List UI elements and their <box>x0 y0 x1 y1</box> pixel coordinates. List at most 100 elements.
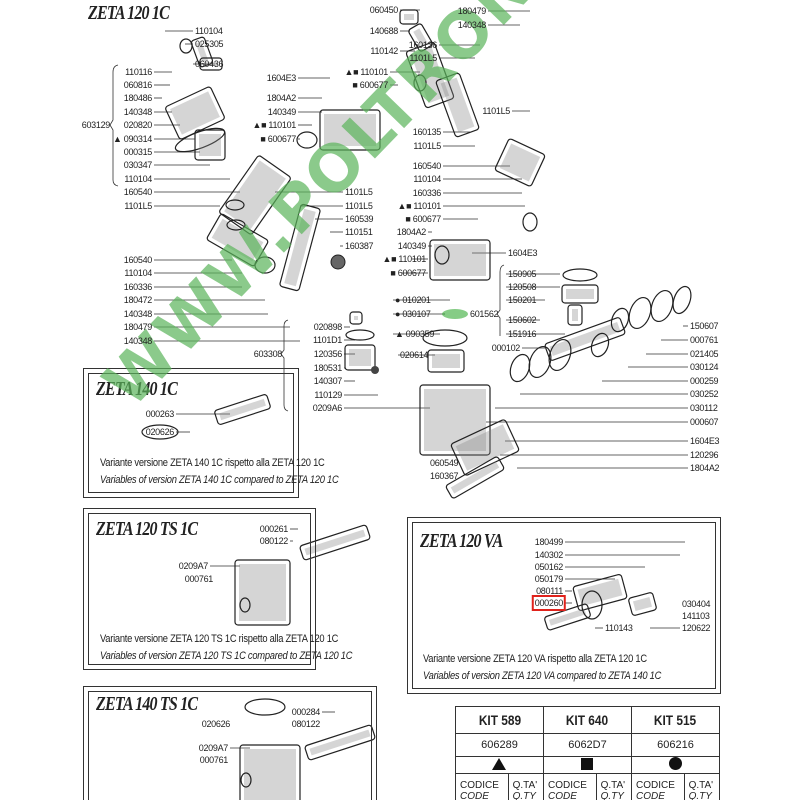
part-label: 180531 <box>313 363 343 373</box>
kit-code: 606216 <box>630 733 721 757</box>
va-nut <box>628 592 657 616</box>
part-label: 000102 <box>491 343 521 353</box>
part-label: 050162 <box>534 562 564 572</box>
shaft-140 <box>214 394 271 425</box>
pump-head-right-shade <box>434 244 486 276</box>
part-label: 150905 <box>508 269 537 279</box>
part-label: 160336 <box>412 188 442 198</box>
variant-note-it: Variante versione ZETA 140 1C rispetto a… <box>100 457 325 469</box>
nut <box>199 57 223 71</box>
pump-head-upper-shade <box>324 114 376 146</box>
part-label: 080122 <box>291 719 321 729</box>
part-label: 140349 <box>397 241 427 251</box>
part-label: ■ 600677 <box>352 80 388 90</box>
shaft-140-shade <box>219 398 266 421</box>
part-label: ▲■ 110101 <box>344 67 388 77</box>
part-label: 140348 <box>123 309 153 319</box>
part-label: 060436 <box>195 59 224 69</box>
shaft-140ts-shade <box>309 729 371 756</box>
shaft-ts-shade <box>304 529 366 556</box>
top-nut-shade <box>404 14 414 20</box>
base-cover-shade <box>450 461 500 494</box>
crankcase-cover <box>450 419 520 476</box>
part-label: 110104 <box>124 268 152 278</box>
part-label: 150201 <box>508 295 537 305</box>
part-label: 140348 <box>123 336 153 346</box>
part-label: 1101L5 <box>345 187 373 197</box>
manifold-upper-right-shade <box>410 46 450 104</box>
part-label: 000284 <box>291 707 321 717</box>
part-label: 110104 <box>413 174 441 184</box>
variant-title: ZETA 120 TS 1C <box>96 518 198 540</box>
cap <box>330 254 346 270</box>
part-label: ▲■ 110101 <box>382 254 426 264</box>
part-label: 000263 <box>145 409 175 419</box>
valve-plug <box>349 311 363 325</box>
part-label: 120296 <box>690 450 719 460</box>
part-label: 030252 <box>690 389 719 399</box>
part-label: ▲■ 110101 <box>397 201 441 211</box>
kit-code: 606289 <box>455 733 544 757</box>
part-label: 110143 <box>605 623 633 633</box>
variant-note-en: Variables of version ZETA 120 TS 1C comp… <box>100 650 353 662</box>
o-ring <box>528 345 552 379</box>
part-label: 050179 <box>534 574 564 584</box>
kit-code: 6062D7 <box>542 733 632 757</box>
part-label: 140349 <box>267 107 297 117</box>
part-label: 160136 <box>408 40 438 50</box>
variant-note-it: Variante versione ZETA 120 TS 1C rispett… <box>100 633 339 645</box>
part-label: 000260 <box>531 595 567 611</box>
part-label: 025305 <box>195 39 224 49</box>
part-label: 1101L5 <box>124 201 152 211</box>
part-label: 030347 <box>123 160 153 170</box>
cylinder <box>344 344 376 371</box>
part-label: 060549 <box>430 458 459 468</box>
part-label: 140307 <box>313 376 343 386</box>
part-label: 060816 <box>123 80 153 90</box>
o-ring <box>672 285 692 315</box>
variant-box-zeta-140-ts-1c <box>83 686 377 800</box>
o-ring <box>650 289 674 323</box>
base-cover <box>445 456 505 499</box>
con-rod-shade <box>572 309 578 321</box>
part-label: 150607 <box>690 321 719 331</box>
part-label: 180486 <box>123 93 153 103</box>
kit-name: KIT 515 <box>637 706 714 734</box>
crankshaft <box>544 317 626 361</box>
con-rod <box>567 304 583 326</box>
o-ring <box>179 38 193 54</box>
part-label: 000315 <box>123 147 153 157</box>
manifold-center <box>279 203 321 292</box>
o-ring <box>522 212 538 232</box>
col-qty-header: Q.TA'Q.TY <box>507 773 544 800</box>
part-label: 160540 <box>123 255 153 265</box>
part-label: 1604E3 <box>266 73 297 83</box>
part-label: ● 010201 <box>395 295 431 305</box>
manifold-right <box>435 72 480 138</box>
variant-title: ZETA 140 TS 1C <box>96 693 198 715</box>
screw <box>371 366 379 374</box>
part-label: 160336 <box>123 282 153 292</box>
part-label: ▲ 090314 <box>112 134 152 144</box>
o-ring <box>296 131 318 149</box>
crankcase-140ts-shade <box>244 749 296 800</box>
o-ring <box>141 424 179 440</box>
part-label: 1604E3 <box>690 436 720 446</box>
part-label: 110116 <box>125 67 152 77</box>
variant-note-it: Variante versione ZETA 120 VA rispetto a… <box>423 653 647 665</box>
part-label: 000761 <box>184 574 214 584</box>
kit-name: KIT 640 <box>549 706 626 734</box>
nut-shade <box>204 62 218 66</box>
variant-box-zeta-120-ts-1c <box>83 508 316 670</box>
elbow-fitting-shade <box>195 41 209 63</box>
va-nut-shade <box>632 596 653 612</box>
crankcase-ts <box>234 559 291 626</box>
part-label: 020614 <box>400 350 429 360</box>
va-flange <box>572 574 628 611</box>
part-label: 150602 <box>508 315 537 325</box>
part-label: 1804A2 <box>396 227 427 237</box>
manifold-upper-left <box>219 155 291 235</box>
part-label: 180479 <box>123 322 153 332</box>
part-label: 140302 <box>534 550 564 560</box>
